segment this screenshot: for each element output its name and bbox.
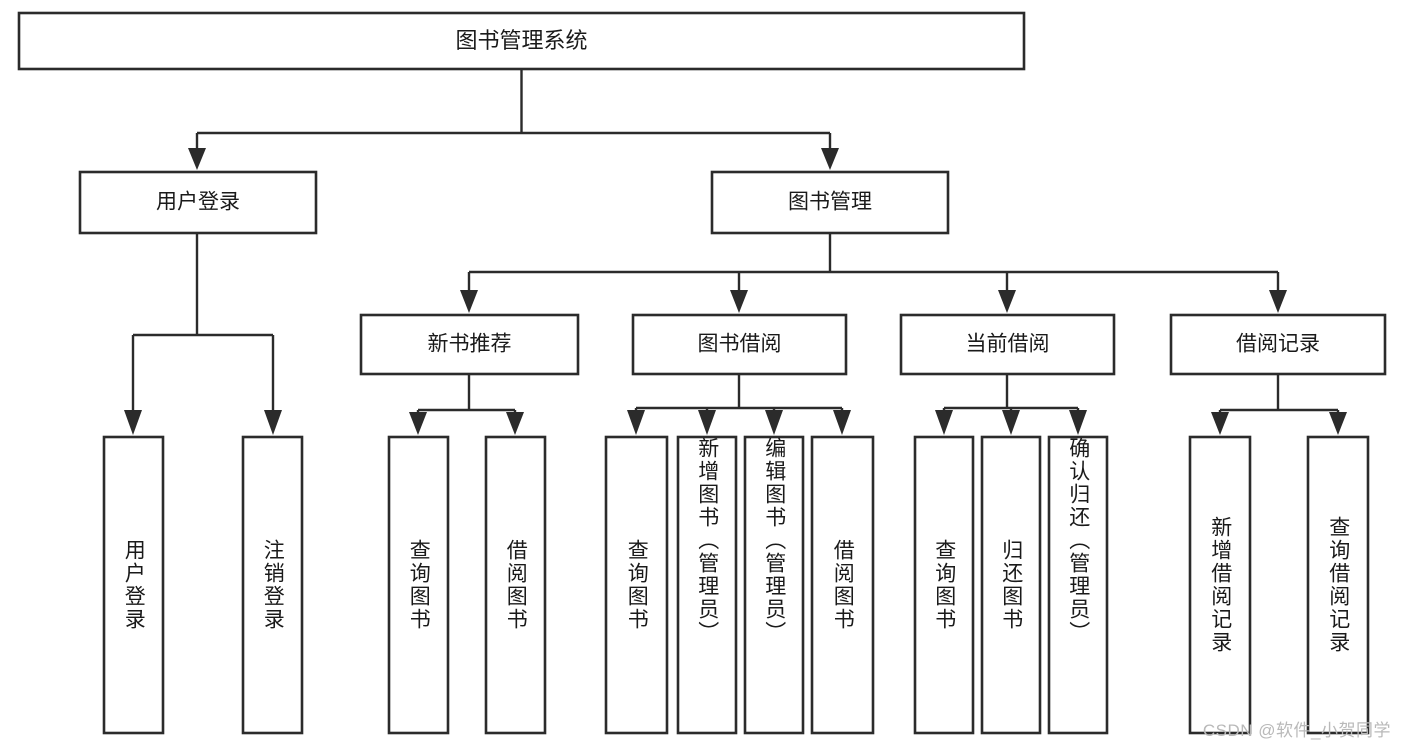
edge-group-new-book-rec-to-leaves	[409, 374, 524, 435]
leaf-box-query-book-3[interactable]	[913, 435, 975, 735]
arrow-to-book-borrow	[730, 290, 748, 313]
node-new-book-rec-label: 新书推荐	[428, 333, 512, 356]
leaf-box-return-book[interactable]	[980, 435, 1042, 735]
leaf-box-query-book-2[interactable]	[604, 435, 669, 735]
edge-group-current-borrow-to-leaves	[935, 374, 1087, 435]
arrow-to-user-login	[188, 148, 206, 170]
node-borrow-record[interactable]: 借阅记录	[1169, 313, 1387, 376]
leaf-boxes	[102, 435, 1370, 735]
node-new-book-rec-box[interactable]	[359, 313, 580, 376]
node-current-borrow-box[interactable]	[899, 313, 1116, 376]
node-current-borrow-label: 当前借阅	[966, 333, 1050, 356]
arrow-to-leaf-return-book	[1002, 410, 1020, 435]
node-user-login-box[interactable]	[78, 170, 318, 235]
arrow-to-leaf-add-record	[1211, 412, 1229, 435]
arrow-to-leaf-user-logout	[264, 410, 282, 435]
node-root-label: 图书管理系统	[455, 28, 587, 53]
leaf-box-add-record[interactable]	[1188, 435, 1252, 735]
edge-group-borrow-record-to-leaves	[1211, 374, 1347, 435]
node-book-manage-box[interactable]	[710, 170, 950, 235]
leaf-box-add-book[interactable]	[676, 435, 738, 735]
arrow-to-leaf-query-book-2	[627, 410, 645, 435]
arrow-to-leaf-query-record	[1329, 412, 1347, 435]
arrow-to-leaf-add-book	[698, 410, 716, 435]
arrow-to-current-borrow	[998, 290, 1016, 313]
leaf-box-borrow-book-1[interactable]	[484, 435, 547, 735]
node-book-borrow-label: 图书借阅	[698, 333, 782, 356]
arrow-to-new-book-rec	[460, 290, 478, 313]
arrow-to-leaf-borrow-book-2	[833, 410, 851, 435]
leaf-box-borrow-book-2[interactable]	[810, 435, 875, 735]
arrow-to-leaf-user-login	[124, 410, 142, 435]
leaf-box-confirm-return[interactable]	[1047, 435, 1109, 735]
arrow-to-leaf-borrow-book-1	[506, 412, 524, 435]
node-book-manage[interactable]: 图书管理	[710, 170, 950, 235]
node-borrow-record-box[interactable]	[1169, 313, 1387, 376]
node-user-login-label: 用户登录	[156, 191, 240, 214]
edge-group-book-borrow-to-leaves	[627, 374, 851, 435]
node-root[interactable]: 图书管理系统	[17, 11, 1026, 71]
leaf-box-user-login[interactable]	[102, 435, 165, 735]
edge-group-user-login-to-leaves	[124, 233, 282, 435]
leaf-box-query-book-1[interactable]	[387, 435, 450, 735]
arrow-to-leaf-edit-book	[765, 410, 783, 435]
node-book-borrow-box[interactable]	[631, 313, 848, 376]
node-root-box[interactable]	[17, 11, 1026, 71]
leaf-box-query-record[interactable]	[1306, 435, 1370, 735]
arrow-to-leaf-confirm-return	[1069, 410, 1087, 435]
node-current-borrow[interactable]: 当前借阅	[899, 313, 1116, 376]
arrow-to-borrow-record	[1269, 290, 1287, 313]
arrow-to-book-manage	[821, 148, 839, 170]
edge-group-root-to-level2	[188, 69, 839, 170]
csdn-watermark: CSDN @软件_小贺同学	[1202, 721, 1391, 740]
node-user-login[interactable]: 用户登录	[78, 170, 318, 235]
arrow-to-leaf-query-book-1	[409, 412, 427, 435]
leaf-box-edit-book[interactable]	[743, 435, 805, 735]
node-book-borrow[interactable]: 图书借阅	[631, 313, 848, 376]
node-new-book-rec[interactable]: 新书推荐	[359, 313, 580, 376]
arrow-to-leaf-query-book-3	[935, 410, 953, 435]
node-book-manage-label: 图书管理	[788, 191, 872, 214]
node-borrow-record-label: 借阅记录	[1236, 333, 1320, 356]
edge-group-book-manage-to-level3	[460, 233, 1287, 313]
leaf-box-user-logout[interactable]	[241, 435, 304, 735]
